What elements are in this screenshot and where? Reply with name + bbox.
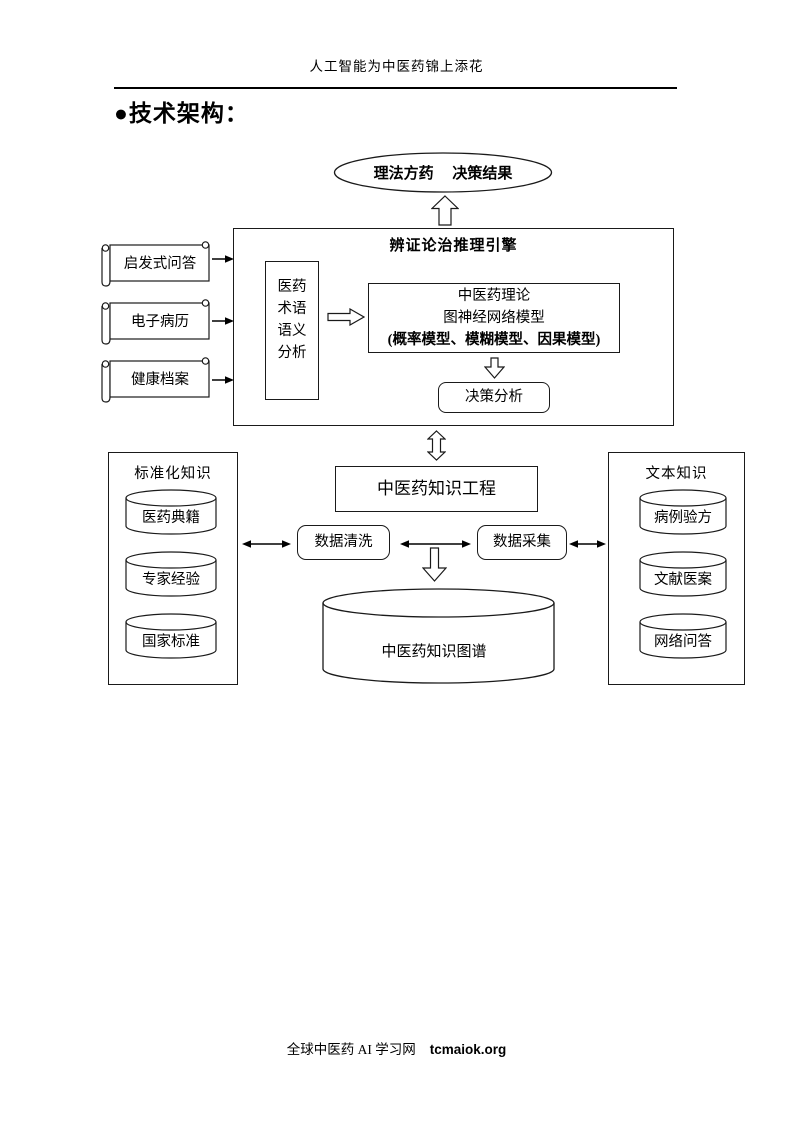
- up-down-arrow-icon: [427, 430, 446, 461]
- page-header-title: 人工智能为中医药锦上添花: [309, 59, 484, 74]
- input-scroll-label: 启发式问答: [124, 255, 197, 272]
- decision-analysis-box: 决策分析: [438, 382, 550, 413]
- cylinder-expert-experience: 专家经验: [125, 551, 217, 597]
- double-arrow-icon: [569, 540, 606, 548]
- input-scroll-heuristic-qa: 启发式问答: [101, 241, 210, 287]
- cylinder-label: 病例验方: [654, 509, 712, 526]
- cylinder-label: 网络问答: [654, 633, 712, 650]
- cylinder-case-prescriptions: 病例验方: [639, 489, 727, 535]
- inference-engine-title: 辨证论治推理引擎: [389, 238, 518, 254]
- term-analysis-line: 术语: [277, 301, 307, 317]
- section-title: ●技术架构：: [114, 100, 249, 126]
- decision-analysis-label: 决策分析: [465, 389, 523, 405]
- term-analysis-line: 分析: [277, 345, 307, 361]
- double-arrow-icon: [400, 540, 471, 548]
- down-arrow-icon: [484, 357, 505, 379]
- model-line-gnn: 图神经网络模型: [443, 310, 545, 326]
- data-cleaning-label: 数据清洗: [314, 534, 373, 550]
- right-arrow-icon: [327, 308, 365, 326]
- cylinder-web-qa: 网络问答: [639, 613, 727, 659]
- cylinder-label: 医药典籍: [142, 509, 200, 526]
- knowledge-engineering-label: 中医药知识工程: [377, 479, 496, 498]
- standardized-knowledge-title: 标准化知识: [134, 466, 212, 482]
- footer-site-name: 全球中医药 AI 学习网: [286, 1042, 416, 1057]
- up-arrow-icon: [431, 195, 459, 226]
- knowledge-graph-label: 中医药知识图谱: [381, 643, 486, 660]
- input-scroll-ehr: 电子病历: [101, 299, 210, 345]
- input-scroll-label: 电子病历: [131, 313, 189, 330]
- term-analysis-box: 医药 术语 语义 分析: [265, 261, 319, 400]
- result-ellipse-label: 理法方药 决策结果: [374, 164, 514, 182]
- cylinder-label: 专家经验: [142, 571, 200, 588]
- model-line-submodels: (概率模型、模糊模型、因果模型): [387, 332, 601, 348]
- input-scroll-label: 健康档案: [131, 370, 189, 388]
- term-analysis-line: 语义: [277, 323, 307, 339]
- cylinder-medical-classics: 医药典籍: [125, 489, 217, 535]
- header-divider: [114, 87, 677, 89]
- arrow-right-icon: [212, 317, 234, 325]
- page-footer: 全球中医药 AI 学习网 tcmaiok.org: [0, 1038, 793, 1058]
- arrow-right-icon: [212, 255, 234, 263]
- down-arrow-icon: [422, 547, 447, 582]
- cylinder-national-standards: 国家标准: [125, 613, 217, 659]
- footer-site-domain: tcmaiok.org: [429, 1042, 507, 1057]
- result-ellipse: 理法方药 决策结果: [333, 152, 553, 193]
- knowledge-graph-cylinder: 中医药知识图谱: [322, 588, 555, 684]
- data-collection-box: 数据采集: [477, 525, 567, 560]
- data-collection-label: 数据采集: [493, 534, 551, 550]
- knowledge-engineering-box: 中医药知识工程: [335, 466, 538, 512]
- model-box: 中医药理论 图神经网络模型 (概率模型、模糊模型、因果模型): [368, 283, 620, 353]
- term-analysis-line: 医药: [277, 279, 307, 295]
- data-cleaning-box: 数据清洗: [297, 525, 390, 560]
- cylinder-label: 国家标准: [142, 633, 200, 650]
- text-knowledge-title: 文本知识: [645, 466, 708, 482]
- model-line-theory: 中医药理论: [457, 288, 531, 304]
- double-arrow-icon: [242, 540, 291, 548]
- arrow-right-icon: [212, 376, 234, 384]
- cylinder-label: 文献医案: [654, 570, 712, 588]
- input-scroll-health-records: 健康档案: [101, 357, 210, 403]
- cylinder-literature-cases: 文献医案: [639, 551, 727, 597]
